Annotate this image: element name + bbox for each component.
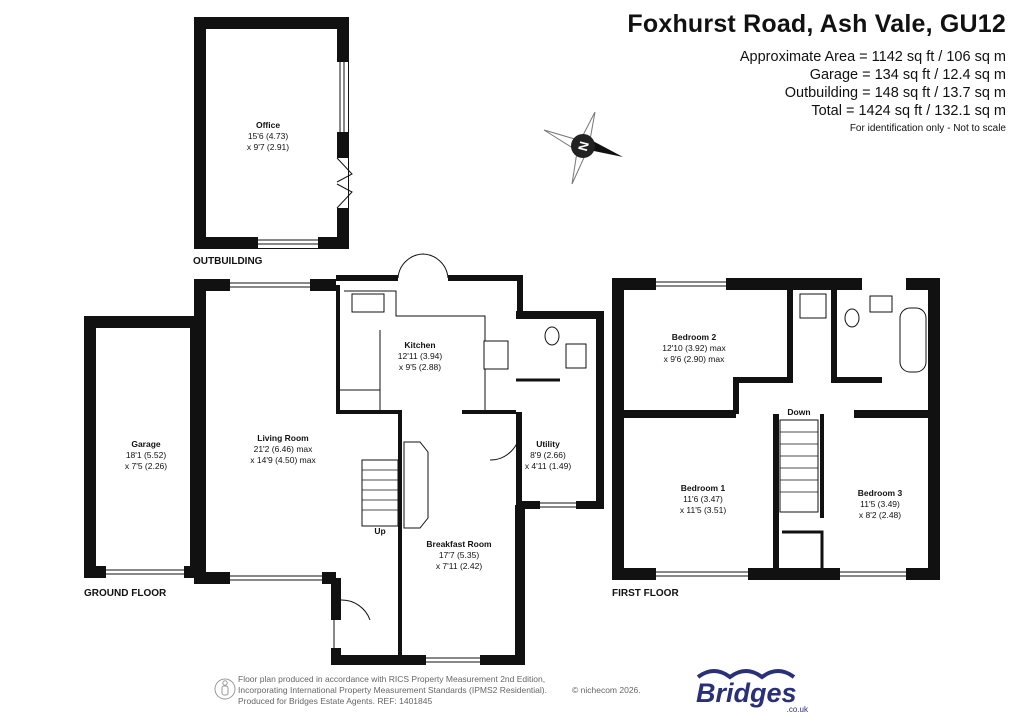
disclaimer-note: For identification only - Not to scale xyxy=(849,123,1006,134)
room-label-bedroom3: Bedroom 3 11'5 (3.49) x 8'2 (2.48) xyxy=(858,488,903,520)
area-line: Outbuilding = 148 sq ft / 13.7 sq m xyxy=(784,85,1006,101)
room-dimension: 15'6 (4.73) xyxy=(248,131,289,141)
room-label-kitchen: Kitchen 12'11 (3.94) x 9'5 (2.88) xyxy=(398,340,443,372)
room-label-bedroom1: Bedroom 1 11'6 (3.47) x 11'5 (3.51) xyxy=(680,483,727,515)
room-dimension: 17'7 (5.35) xyxy=(439,550,480,560)
footer-line: Incorporating International Property Mea… xyxy=(238,685,547,695)
floor-label-first: FIRST FLOOR xyxy=(612,588,679,599)
floor-label-ground: GROUND FLOOR xyxy=(84,588,167,599)
room-name: Bedroom 2 xyxy=(672,332,717,342)
room-label-living: Living Room 21'2 (6.46) max x 14'9 (4.50… xyxy=(250,433,316,465)
footer-line: Produced for Bridges Estate Agents. REF:… xyxy=(238,696,433,706)
stairs-down-label: Down xyxy=(787,407,810,417)
room-dimension: 11'5 (3.49) xyxy=(860,499,900,509)
room-label-garage: Garage 18'1 (5.52) x 7'5 (2.26) xyxy=(125,439,167,471)
stairs-up-label: Up xyxy=(374,526,385,536)
area-line: Garage = 134 sq ft / 12.4 sq m xyxy=(809,67,1006,83)
person-icon xyxy=(214,678,236,700)
area-line: Total = 1424 sq ft / 132.1 sq m xyxy=(811,103,1006,119)
room-dimension: x 8'2 (2.48) xyxy=(859,510,901,520)
room-dimension: 12'11 (3.94) xyxy=(398,351,443,361)
room-dimension: 21'2 (6.46) max xyxy=(254,444,314,454)
room-label-office: Office 15'6 (4.73) x 9'7 (2.91) xyxy=(247,120,289,152)
room-dimension: x 14'9 (4.50) max xyxy=(250,455,316,465)
room-dimension: x 9'7 (2.91) xyxy=(247,142,289,152)
room-dimension: x 4'11 (1.49) xyxy=(525,461,572,471)
room-dimension: 8'9 (2.66) xyxy=(530,450,566,460)
room-label-bedroom2: Bedroom 2 12'10 (3.92) max x 9'6 (2.90) … xyxy=(662,332,726,364)
room-dimension: 18'1 (5.52) xyxy=(126,450,167,460)
area-summary: Approximate Area = 1142 sq ft / 106 sq m… xyxy=(740,48,1006,120)
first-floor-plan xyxy=(612,278,940,580)
footer-line: Floor plan produced in accordance with R… xyxy=(238,674,546,684)
room-name: Bedroom 1 xyxy=(681,483,726,493)
room-label-utility: Utility 8'9 (2.66) x 4'11 (1.49) xyxy=(525,439,572,471)
plan-title: Foxhurst Road, Ash Vale, GU12 xyxy=(627,10,1006,38)
room-name: Breakfast Room xyxy=(426,539,492,549)
room-dimension: x 7'11 (2.42) xyxy=(436,561,483,571)
room-name: Office xyxy=(256,120,280,130)
room-dimension: x 9'5 (2.88) xyxy=(399,362,441,372)
room-name: Utility xyxy=(536,439,560,449)
footer-text: Floor plan produced in accordance with R… xyxy=(238,674,547,707)
room-dimension: 12'10 (3.92) max xyxy=(662,343,726,353)
bridges-logo: Bridges .co.uk xyxy=(696,669,809,714)
logo-domain: .co.uk xyxy=(787,705,809,714)
outbuilding-plan xyxy=(194,17,353,249)
compass-letter: N xyxy=(575,140,592,153)
room-name: Bedroom 3 xyxy=(858,488,903,498)
area-line: Approximate Area = 1142 sq ft / 106 sq m xyxy=(739,49,1006,65)
footer-copyright: © nichecom 2026. xyxy=(572,685,641,695)
room-dimension: x 7'5 (2.26) xyxy=(125,461,167,471)
room-dimension: 11'6 (3.47) xyxy=(683,494,723,504)
room-dimension: x 11'5 (3.51) xyxy=(680,505,727,515)
compass-icon: N xyxy=(543,111,623,185)
ground-floor-plan xyxy=(84,253,604,665)
room-name: Kitchen xyxy=(404,340,435,350)
room-name: Living Room xyxy=(257,433,309,443)
room-dimension: x 9'6 (2.90) max xyxy=(664,354,725,364)
room-name: Garage xyxy=(131,439,161,449)
floor-label-outbuilding: OUTBUILDING xyxy=(193,256,263,267)
logo-wordmark: Bridges xyxy=(696,678,797,708)
room-label-breakfast: Breakfast Room 17'7 (5.35) x 7'11 (2.42) xyxy=(426,539,492,571)
